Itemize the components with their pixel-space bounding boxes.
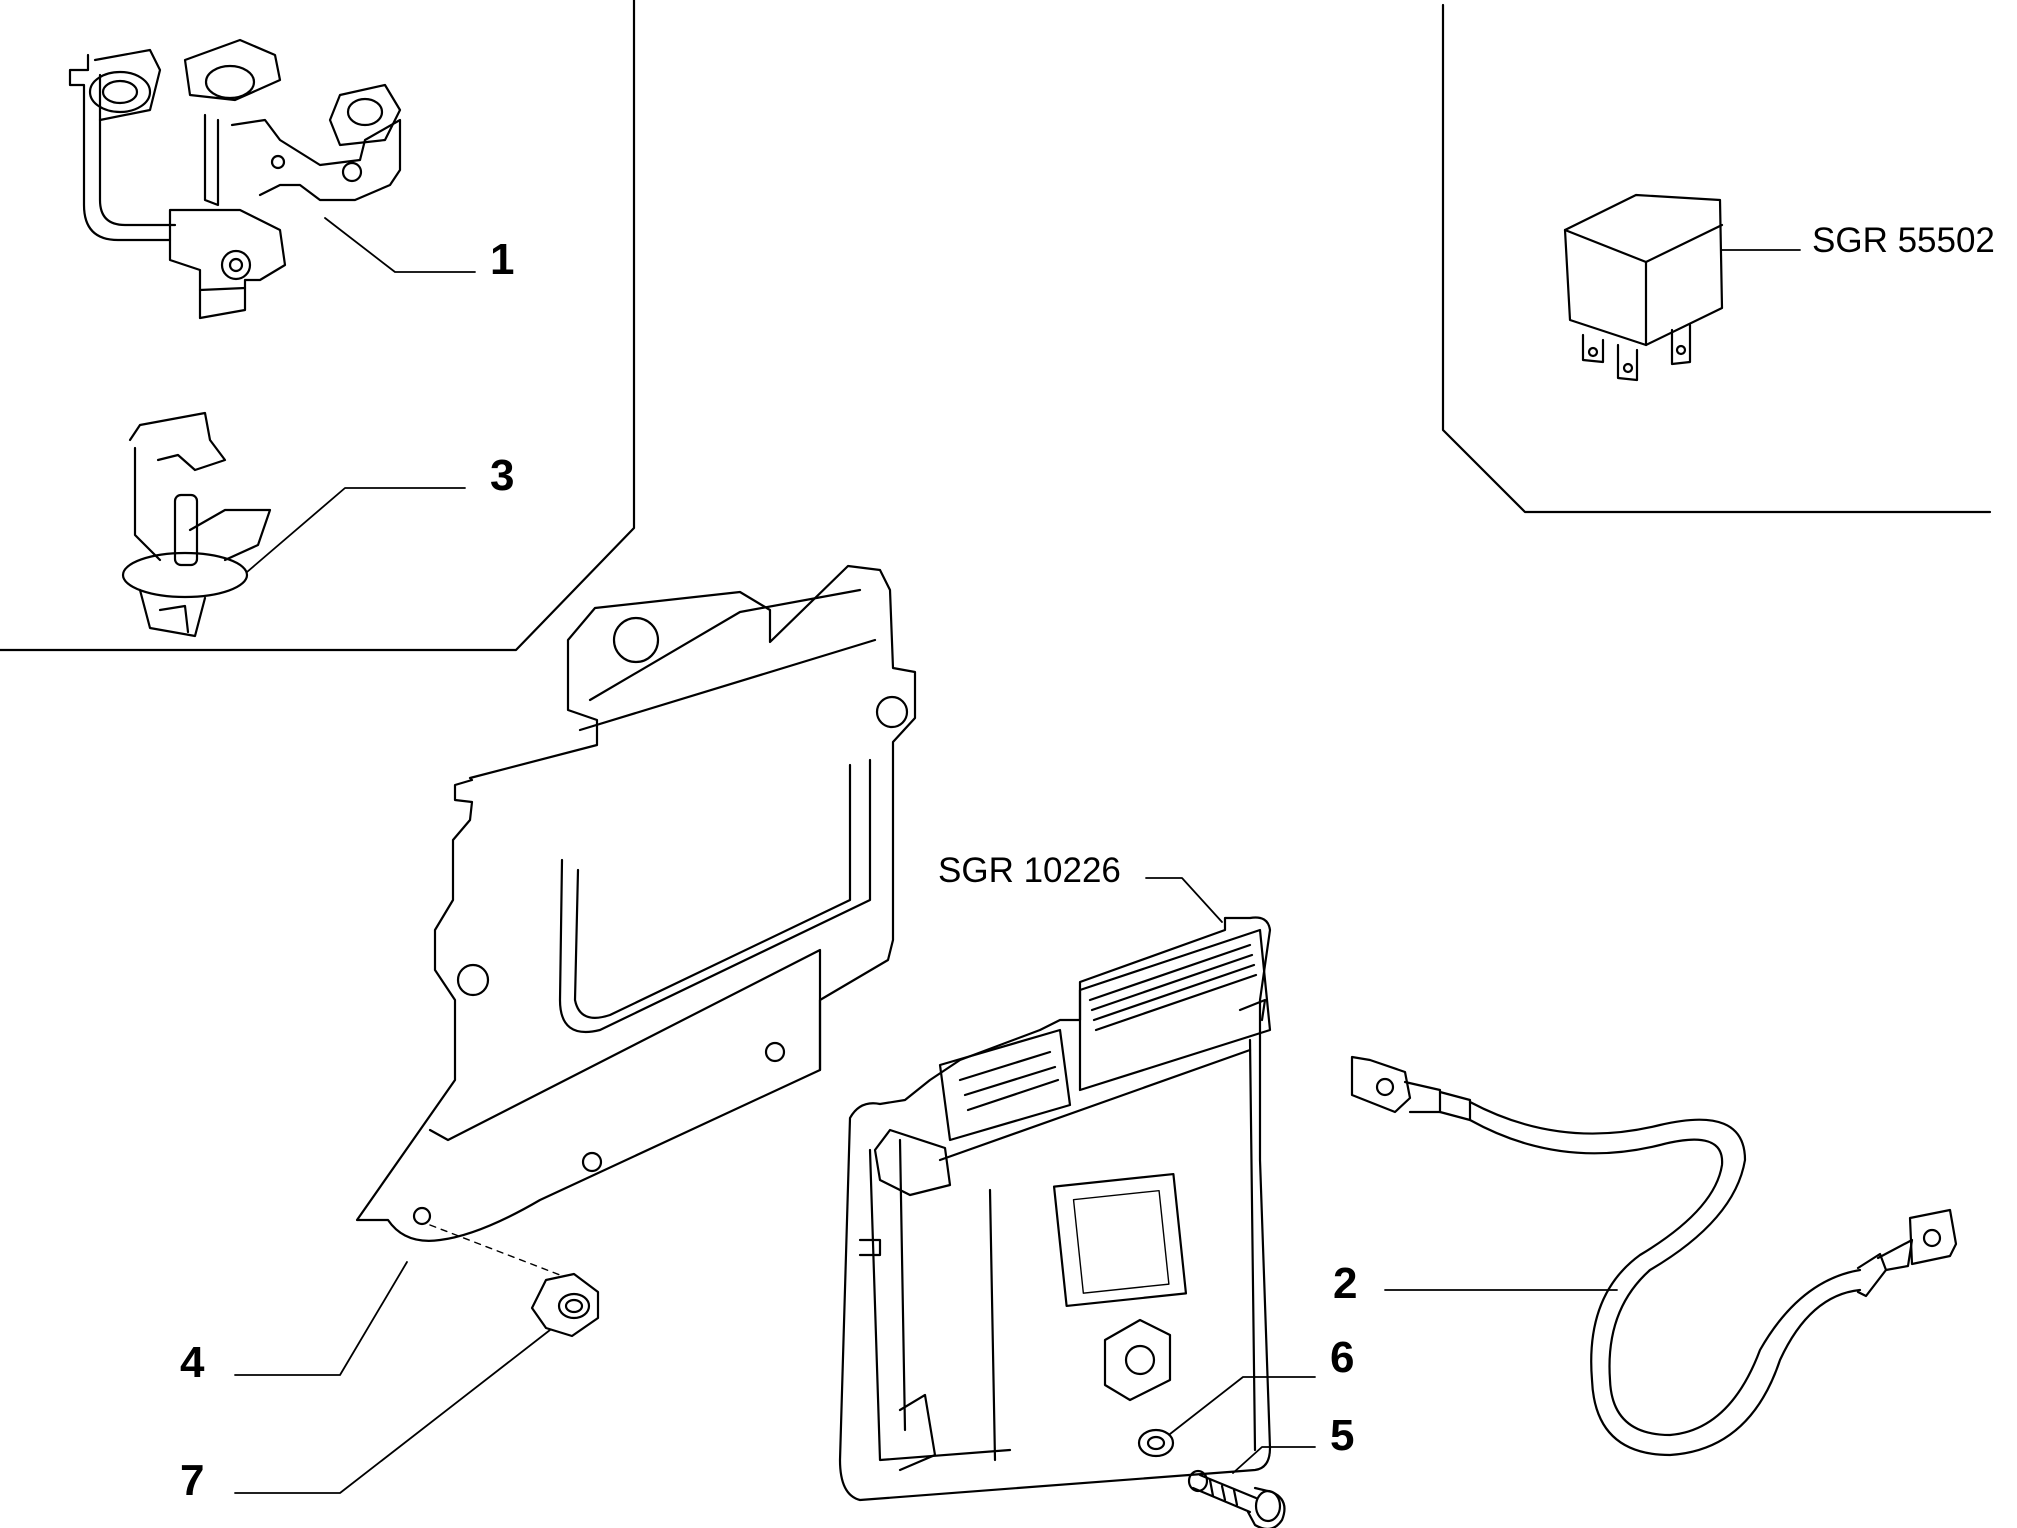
callout-5: 5	[1330, 1411, 1354, 1460]
leader-3	[246, 487, 466, 573]
callout-4: 4	[180, 1338, 205, 1387]
callout-7: 7	[180, 1456, 204, 1505]
ecu-module	[838, 916, 1272, 1502]
clip-part-3	[121, 411, 272, 638]
relay-component	[1563, 193, 1724, 382]
ecu-code-label: SGR 10226	[938, 851, 1121, 890]
ground-cable-part-2	[1350, 1055, 1958, 1457]
cover-plate-part-4	[355, 564, 917, 1242]
leader-1	[324, 217, 476, 273]
leader-lines	[234, 217, 1801, 1494]
callout-3: 3	[490, 451, 514, 500]
wiring-bracket-part-1	[68, 38, 402, 320]
bolt-part-5	[1187, 1469, 1286, 1528]
callout-6: 6	[1330, 1333, 1354, 1382]
callout-2: 2	[1333, 1259, 1357, 1308]
leader-7	[234, 1329, 551, 1494]
leader-ecu	[1145, 877, 1223, 923]
nut-part-7	[429, 1224, 600, 1338]
right-inset-border	[1441, 3, 1992, 514]
left-inset-border	[0, 0, 636, 652]
leader-4	[234, 1261, 408, 1376]
leader-5	[1232, 1446, 1316, 1474]
washer-part-6	[1137, 1428, 1175, 1458]
leader-6	[1169, 1376, 1316, 1435]
callout-1: 1	[490, 235, 514, 284]
relay-code-label: SGR 55502	[1812, 221, 1995, 260]
